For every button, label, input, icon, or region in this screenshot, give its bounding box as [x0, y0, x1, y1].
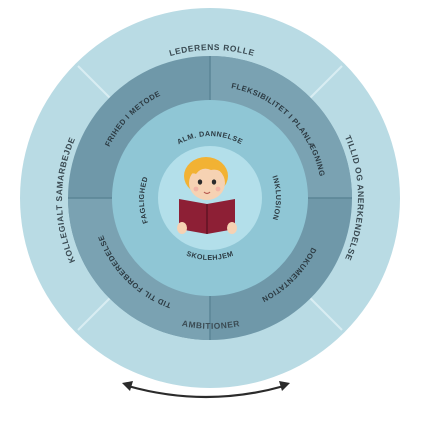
child-reading-book-icon — [177, 157, 237, 234]
middle-ring-dividers — [68, 56, 352, 340]
inner-label-right: INKLUSION — [270, 174, 283, 221]
outer-label-bottom: AMBITIONER — [181, 318, 240, 331]
inner-label-bottom: SKOLEHJEM — [185, 249, 234, 262]
inner-label-left: FAGLIGHED — [137, 175, 150, 225]
curved-double-arrow-icon — [122, 381, 290, 399]
